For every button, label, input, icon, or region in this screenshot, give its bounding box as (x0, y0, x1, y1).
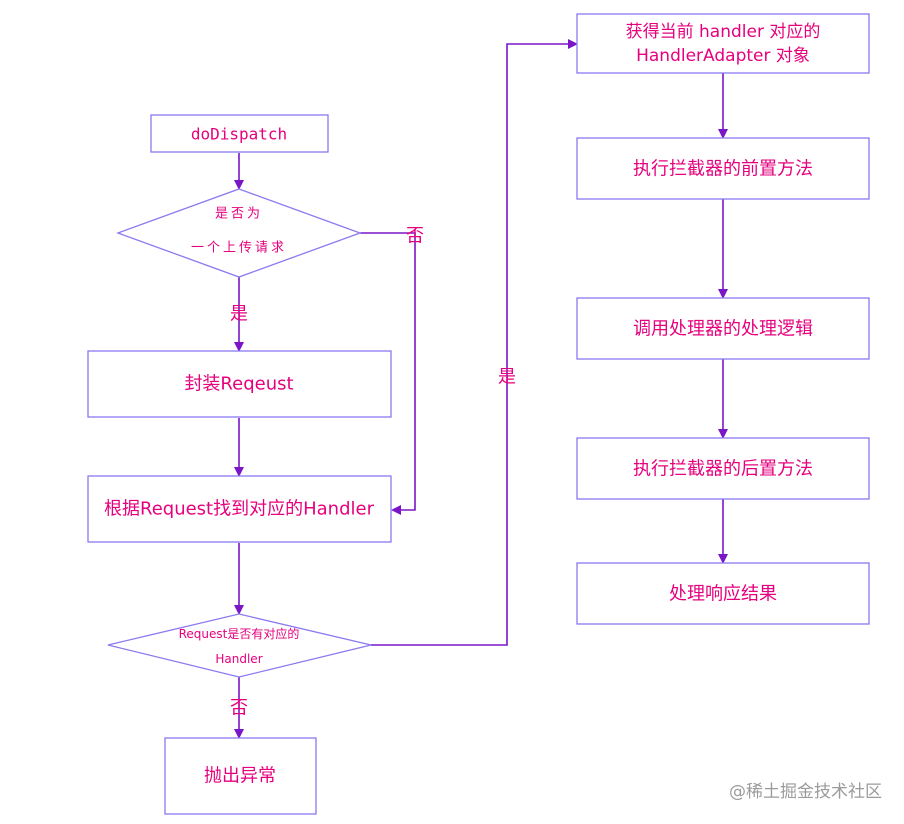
upload-yes-label: 是 (230, 304, 248, 325)
upload-no-label: 否 (406, 226, 424, 247)
get-adapter-label-line2: HandlerAdapter 对象 (636, 46, 810, 66)
upload-check-label-line1: 是否为 (215, 207, 263, 222)
node-invoke-handler-box (576, 297, 870, 360)
handler-no-label: 否 (230, 698, 248, 719)
node-handler-check-diamond (107, 613, 372, 678)
node-find-handler-box (87, 475, 392, 543)
invoke-handler-label: 调用处理器的处理逻辑 (633, 319, 813, 340)
get-adapter-label-line1: 获得当前 handler 对应的 (626, 22, 821, 42)
node-pre-interceptor-box (576, 137, 870, 200)
node-texts: doDispatch 是否为 一个上传请求 封装Reqeust 根据Reques… (104, 22, 820, 787)
response-label: 处理响应结果 (669, 584, 777, 605)
node-throw-exception-box (164, 737, 317, 815)
node-response-box (576, 562, 870, 625)
handler-yes-label: 是 (498, 367, 516, 388)
upload-check-label-line2: 一个上传请求 (191, 241, 287, 256)
connectors (234, 39, 728, 739)
find-handler-label: 根据Request找到对应的Handler (104, 499, 375, 520)
node-wrap-request-box (87, 350, 392, 418)
watermark: @稀土掘金技术社区 (729, 782, 882, 802)
dodispatch-label: doDispatch (191, 125, 287, 144)
edge-upload-no (360, 232, 416, 515)
pre-interceptor-label: 执行拦截器的前置方法 (633, 159, 813, 180)
node-dodispatch-box (150, 114, 329, 153)
wrap-request-label: 封装Reqeust (184, 374, 293, 395)
node-upload-check-diamond (116, 188, 362, 278)
node-get-adapter-box (576, 13, 870, 74)
node-post-interceptor-box (576, 437, 870, 500)
throw-exception-label: 抛出异常 (204, 766, 276, 787)
post-interceptor-label: 执行拦截器的后置方法 (633, 459, 813, 480)
handler-check-label-line1: Request是否有对应的 (179, 626, 300, 641)
shapes (87, 13, 870, 815)
handler-check-label-line2: Handler (215, 652, 262, 666)
edge-labels: 是 否 否 是 (230, 226, 516, 719)
edge-handler-yes (371, 39, 578, 646)
